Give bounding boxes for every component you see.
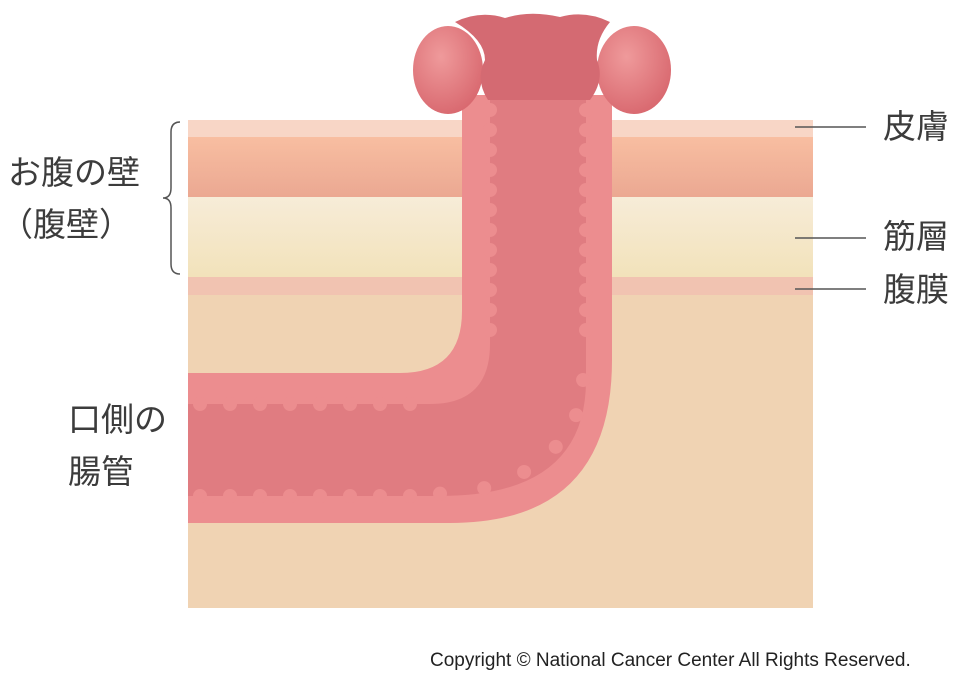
mucosal-fold [483, 123, 497, 137]
mucosal-fold [483, 143, 497, 157]
abdominal-wall-term-label: （腹壁） [0, 205, 132, 244]
mucosal-fold [253, 489, 267, 503]
mucosal-fold [483, 303, 497, 317]
stoma-lobe-right [597, 26, 671, 114]
mucosal-fold [433, 486, 447, 501]
mucosal-fold [403, 397, 417, 411]
mucosal-fold [579, 283, 593, 297]
mucosal-fold [477, 481, 492, 496]
mucosal-fold [579, 303, 593, 317]
mucosal-fold [483, 203, 497, 217]
muscle-layer-label: 筋層 [883, 217, 949, 256]
bowel-lumen [188, 40, 586, 496]
oral-side-label-line2: 腸管 [68, 452, 134, 491]
copyright-notice: Copyright © National Cancer Center All R… [430, 650, 911, 671]
leader-lines [795, 126, 866, 290]
mucosal-fold [223, 489, 237, 503]
mucosal-fold [483, 163, 497, 177]
mucosal-fold [579, 223, 593, 237]
abdominal-wall-label: お腹の壁 [8, 153, 140, 192]
mucosal-fold [483, 103, 497, 117]
mucosal-fold [579, 103, 593, 117]
oral-side-label-line1: 口側の [68, 400, 167, 439]
mucosal-fold [343, 489, 357, 503]
mucosal-fold [483, 183, 497, 197]
mucosal-fold [579, 163, 593, 177]
mucosal-fold [283, 489, 297, 503]
intestine [188, 13, 671, 523]
mucosal-fold [483, 323, 497, 337]
mucosal-folds [193, 103, 593, 503]
mucosal-fold [313, 489, 327, 503]
mucosal-fold [569, 408, 584, 423]
mucosal-fold [579, 323, 593, 337]
mucosal-fold [483, 223, 497, 237]
mucosal-fold [343, 397, 357, 411]
mucosal-fold [483, 243, 497, 257]
mucosal-fold [373, 489, 387, 503]
abdominal-wall-bracket [162, 121, 181, 275]
mucosal-fold [576, 373, 591, 387]
mucosal-fold [483, 283, 497, 297]
mucosal-fold [579, 263, 593, 277]
mucosal-fold [313, 397, 327, 411]
mucosal-fold [223, 397, 237, 411]
peritoneum-label: 腹膜 [883, 270, 949, 309]
mucosal-fold [579, 123, 593, 137]
mucosal-fold [579, 143, 593, 157]
mucosal-fold [253, 397, 267, 411]
mucosal-fold [193, 489, 207, 503]
mucosal-fold [283, 397, 297, 411]
stoma-lobe-left [413, 26, 483, 114]
mucosal-fold [517, 464, 532, 479]
skin-label: 皮膚 [883, 107, 949, 146]
mucosal-fold [193, 397, 207, 411]
mucosal-fold [548, 439, 563, 454]
mucosal-fold [579, 183, 593, 197]
mucosal-fold [373, 397, 387, 411]
mucosal-fold [579, 243, 593, 257]
mucosal-fold [579, 203, 593, 217]
mucosal-fold [483, 263, 497, 277]
mucosal-fold [403, 489, 417, 503]
stoma-opening [455, 13, 610, 100]
